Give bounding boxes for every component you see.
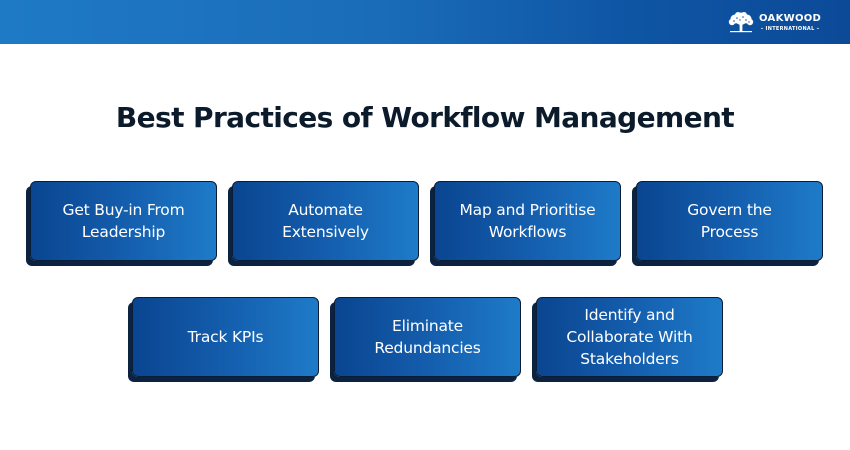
card-automate-extensively[interactable]: Automate Extensively — [232, 181, 419, 261]
card-label: Govern the Process — [687, 201, 772, 241]
card-label: Automate Extensively — [282, 201, 369, 241]
card-track-kpis[interactable]: Track KPIs — [132, 297, 319, 377]
card-label: Identify and Collaborate With Stakeholde… — [566, 306, 693, 368]
page-title: Best Practices of Workflow Management — [115, 101, 735, 134]
card-map-and-prioritise[interactable]: Map and Prioritise Workflows — [434, 181, 621, 261]
card-identify-stakeholders[interactable]: Identify and Collaborate With Stakeholde… — [536, 297, 723, 377]
header-banner: OAKWOOD – INTERNATIONAL – — [0, 0, 850, 44]
card-label: Eliminate Redundancies — [374, 317, 481, 357]
card-get-buy-in[interactable]: Get Buy-in From Leadership — [30, 181, 217, 261]
brand-name: OAKWOOD — [759, 13, 822, 24]
card-label: Map and Prioritise Workflows — [459, 201, 596, 241]
card-govern-the-process[interactable]: Govern the Process — [636, 181, 823, 261]
oak-tree-icon — [728, 12, 754, 33]
brand-logo[interactable]: OAKWOOD – INTERNATIONAL – — [727, 10, 821, 36]
card-eliminate-redundancies[interactable]: Eliminate Redundancies — [334, 297, 521, 377]
brand-subtitle: – INTERNATIONAL – — [760, 26, 820, 32]
card-label: Get Buy-in From Leadership — [62, 201, 185, 241]
card-label: Track KPIs — [187, 328, 264, 346]
